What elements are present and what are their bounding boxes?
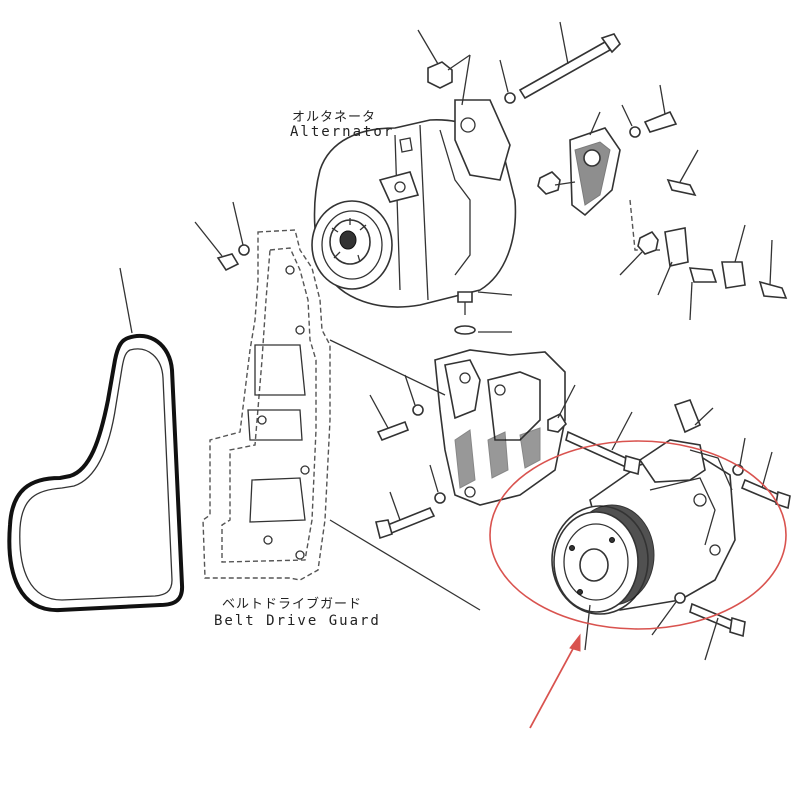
bracket-bolt-left-upper (369, 374, 424, 442)
belt-drive-guard (202, 229, 331, 581)
nut-icon (637, 230, 659, 255)
belt-leader-line (119, 267, 133, 334)
spacer-and-plate (619, 227, 689, 296)
compressor-highlight-ellipse (489, 440, 787, 630)
bracket-nut-right (547, 384, 576, 433)
alternator-mount-nut (417, 29, 471, 106)
nut-icon (547, 412, 568, 433)
nut-icon (427, 61, 453, 89)
washer-icon (629, 126, 641, 138)
drive-belt (7, 267, 185, 613)
belt-guard-label-jp: ベルトドライブガード (222, 596, 362, 612)
washer-icon (504, 92, 516, 104)
right-bolt-washer-group (688, 224, 788, 321)
washer-icon (454, 325, 476, 335)
washer-icon (434, 492, 446, 504)
bracket-bolt-left-lower (375, 464, 446, 540)
bolt-icon (666, 178, 697, 197)
bracket-bolt-2 (666, 149, 699, 197)
bolt-icon (688, 267, 718, 283)
belt-guard-label-en: Belt Drive Guard (214, 613, 381, 629)
long-through-bolt (499, 21, 622, 104)
nut-icon (537, 171, 561, 195)
bolt-icon (376, 420, 410, 442)
compressor-bolt-right (732, 437, 791, 510)
compressor-bracket (434, 349, 566, 506)
highlight-arrow (529, 633, 581, 729)
washer-icon (412, 404, 424, 416)
bolt-icon (758, 280, 788, 299)
bracket-bolt-1 (621, 84, 678, 138)
washer-icon (238, 244, 250, 256)
alternator-left-fasteners (194, 201, 250, 272)
nut-icon (216, 253, 240, 272)
center-bolt-washer (454, 291, 513, 335)
bolt-icon (643, 110, 678, 133)
ac-compressor (551, 399, 736, 651)
compressor-bolt-upper (565, 411, 641, 476)
washer-icon (674, 592, 686, 604)
alternator-label-jp: オルタネータ (292, 110, 376, 125)
adjust-bracket (537, 111, 621, 217)
alternator (311, 99, 517, 308)
alternator-label-en: Alternator (290, 124, 394, 140)
